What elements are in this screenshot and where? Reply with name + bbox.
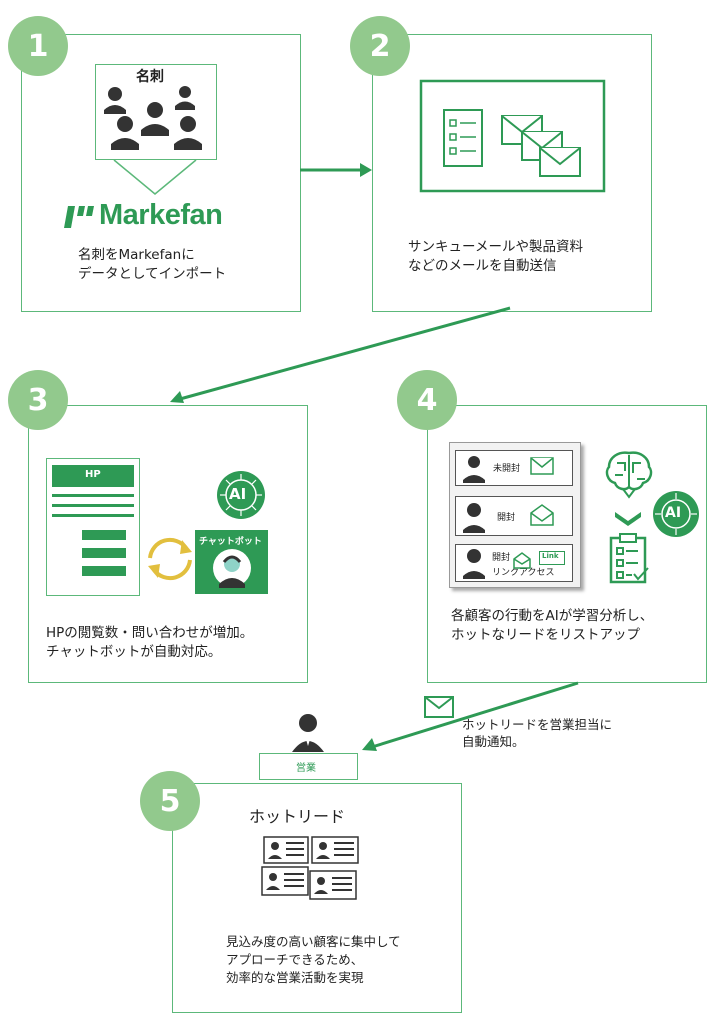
step-5-description: 見込み度の高い顧客に集中してアプローチできるため、効率的な営業活動を実現	[226, 934, 401, 985]
ai-badge-label: AI	[229, 485, 247, 503]
step-4-number: 4	[397, 370, 457, 430]
lead-cards-icon	[261, 836, 359, 900]
hp-label: HP	[85, 469, 101, 480]
sales-label: 営業	[296, 763, 316, 774]
link-access-label: リンクアクセス	[492, 568, 555, 578]
chevron-down-icon	[615, 512, 641, 526]
email-document-frame	[419, 79, 606, 193]
link-badge	[539, 551, 565, 565]
step-2-description: サンキューメールや製品資料などのメールを自動送信	[408, 239, 583, 274]
arrow-1-to-2	[300, 163, 372, 177]
chatbot-operator-icon	[213, 549, 251, 588]
status-opened: 開封	[497, 513, 516, 523]
notify-text: ホットリードを営業担当に自動通知。	[462, 717, 613, 749]
hot-lead-title: ホットリード	[249, 807, 346, 826]
envelope-icons	[513, 457, 554, 569]
hp-content-lines	[52, 494, 134, 576]
checklist-clipboard-icon	[609, 533, 649, 584]
business-card-label: 名刺	[136, 69, 164, 85]
funnel-arrow-icon	[113, 159, 197, 195]
ai-badge-label-2: AI	[665, 505, 682, 521]
ai-badge-icon-2	[653, 491, 699, 537]
cycle-arrows-icon	[148, 537, 192, 581]
step-3-number: 3	[8, 370, 68, 430]
step-1-number: 1	[8, 16, 68, 76]
step-5-number: 5	[140, 771, 200, 831]
customer-avatars	[463, 456, 485, 579]
markefan-logo-icon	[64, 206, 94, 228]
ai-badge-icon	[217, 471, 265, 519]
status-opened-link: 開封	[492, 553, 511, 563]
salesperson-icon	[292, 714, 324, 752]
step-4-description: 各顧客の行動をAIが学習分析し、ホットなリードをリストアップ	[451, 608, 654, 643]
step-1-description: 名刺をMarkefanにデータとしてインポート	[78, 247, 227, 282]
status-unopened: 未開封	[493, 464, 521, 474]
markefan-logo-text: Markefan	[99, 199, 223, 231]
link-badge-label: Link	[542, 552, 559, 560]
arrow-2-to-3	[170, 306, 511, 403]
step-3-description: HPの閲覧数・問い合わせが増加。チャットボットが自動対応。	[46, 625, 254, 660]
hp-header	[52, 465, 134, 487]
step-2-number: 2	[350, 16, 410, 76]
arrow-4-to-sales	[362, 681, 579, 751]
people-group-icon	[104, 86, 202, 150]
chatbot-label: チャットボット	[199, 537, 262, 547]
sales-label-box	[259, 753, 358, 780]
document-list-icon	[443, 109, 483, 167]
envelope-icon	[424, 696, 454, 718]
brain-icon	[605, 451, 653, 499]
